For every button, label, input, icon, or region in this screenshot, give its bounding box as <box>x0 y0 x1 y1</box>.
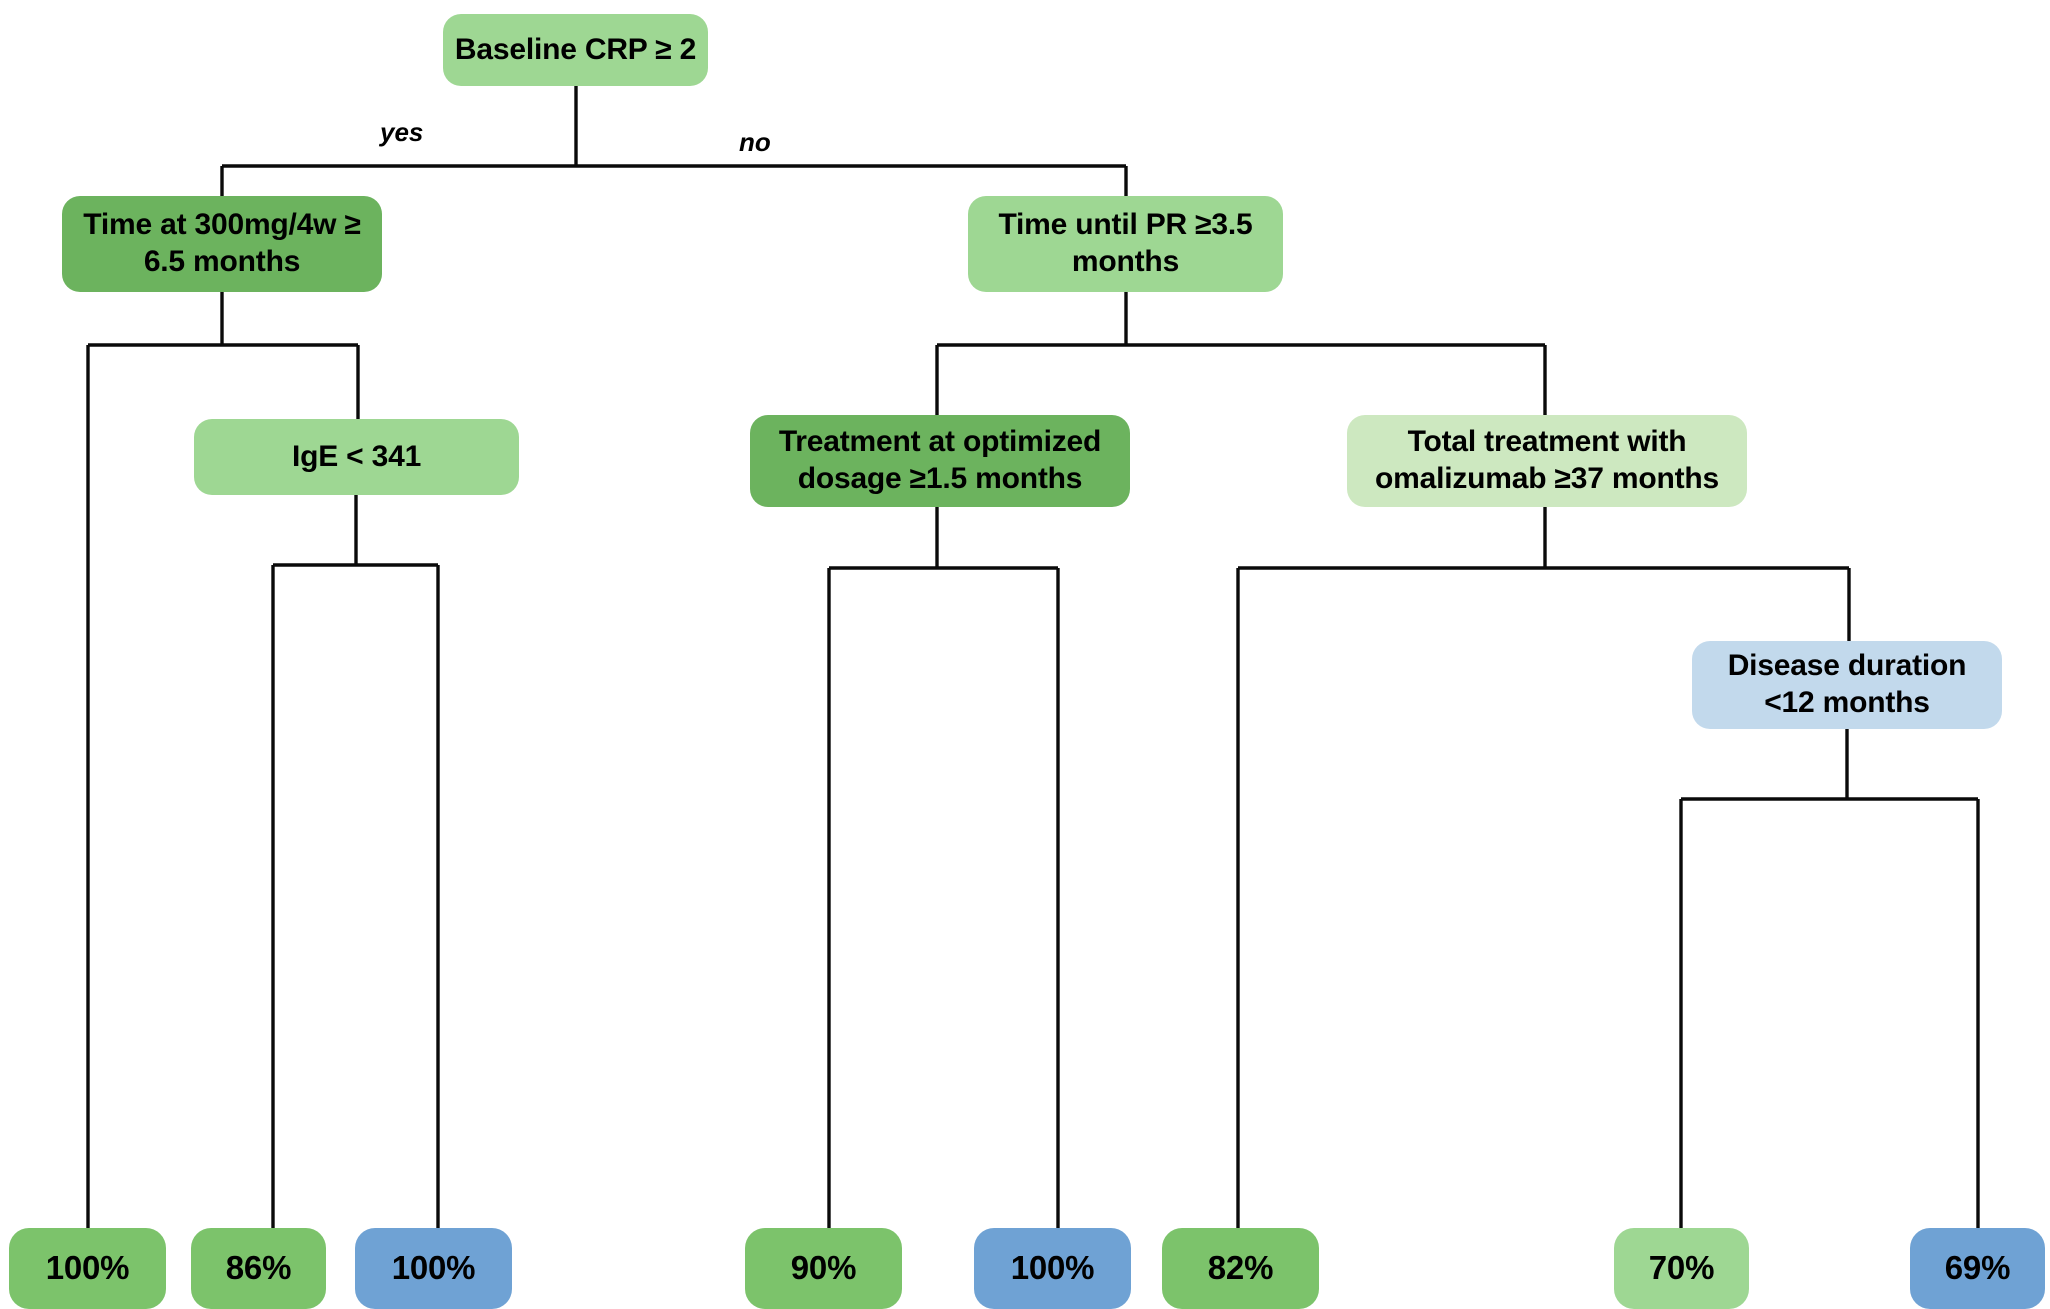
decision-node-totaltrt[interactable]: Total treatment with omalizumab ≥37 mont… <box>1347 415 1747 507</box>
decision-node-label: Baseline CRP ≥ 2 <box>454 32 697 66</box>
decision-node-label: Time at 300mg/4w ≥ 6.5 months <box>83 208 361 278</box>
leaf-node-label: 86% <box>225 1249 292 1287</box>
leaf-node-leaf-100-c[interactable]: 100% <box>974 1228 1131 1309</box>
leaf-node-leaf-69[interactable]: 69% <box>1910 1228 2045 1309</box>
leaf-node-label: 69% <box>1944 1249 2011 1287</box>
leaf-node-leaf-90[interactable]: 90% <box>745 1228 902 1309</box>
decision-node-root[interactable]: Baseline CRP ≥ 2 <box>443 14 708 86</box>
leaf-node-label: 90% <box>790 1249 857 1287</box>
leaf-node-leaf-70[interactable]: 70% <box>1614 1228 1749 1309</box>
leaf-node-leaf-100-b[interactable]: 100% <box>355 1228 512 1309</box>
decision-node-label: IgE < 341 <box>291 439 422 473</box>
decision-node-optdose[interactable]: Treatment at optimized dosage ≥1.5 month… <box>750 415 1130 507</box>
leaf-node-leaf-82[interactable]: 82% <box>1162 1228 1319 1309</box>
decision-node-label: Disease duration <12 months <box>1727 649 1967 719</box>
leaf-node-label: 100% <box>391 1249 476 1287</box>
branch-label-yes: yes <box>380 117 424 147</box>
decision-node-ige[interactable]: IgE < 341 <box>194 419 519 495</box>
decision-node-time300[interactable]: Time at 300mg/4w ≥ 6.5 months <box>62 196 382 292</box>
decision-node-label: Time until PR ≥3.5 months <box>998 208 1253 278</box>
leaf-node-label: 100% <box>1010 1249 1095 1287</box>
leaf-node-leaf-86[interactable]: 86% <box>191 1228 326 1309</box>
leaf-node-label: 100% <box>45 1249 130 1287</box>
decision-node-timepr[interactable]: Time until PR ≥3.5 months <box>968 196 1283 292</box>
decision-node-disdur[interactable]: Disease duration <12 months <box>1692 641 2002 729</box>
branch-label-no: no <box>739 127 771 157</box>
leaf-node-label: 70% <box>1648 1249 1715 1287</box>
leaf-node-leaf-100-a[interactable]: 100% <box>9 1228 166 1309</box>
decision-node-label: Treatment at optimized dosage ≥1.5 month… <box>778 425 1102 495</box>
decision-node-label: Total treatment with omalizumab ≥37 mont… <box>1375 425 1719 495</box>
leaf-node-label: 82% <box>1207 1249 1274 1287</box>
